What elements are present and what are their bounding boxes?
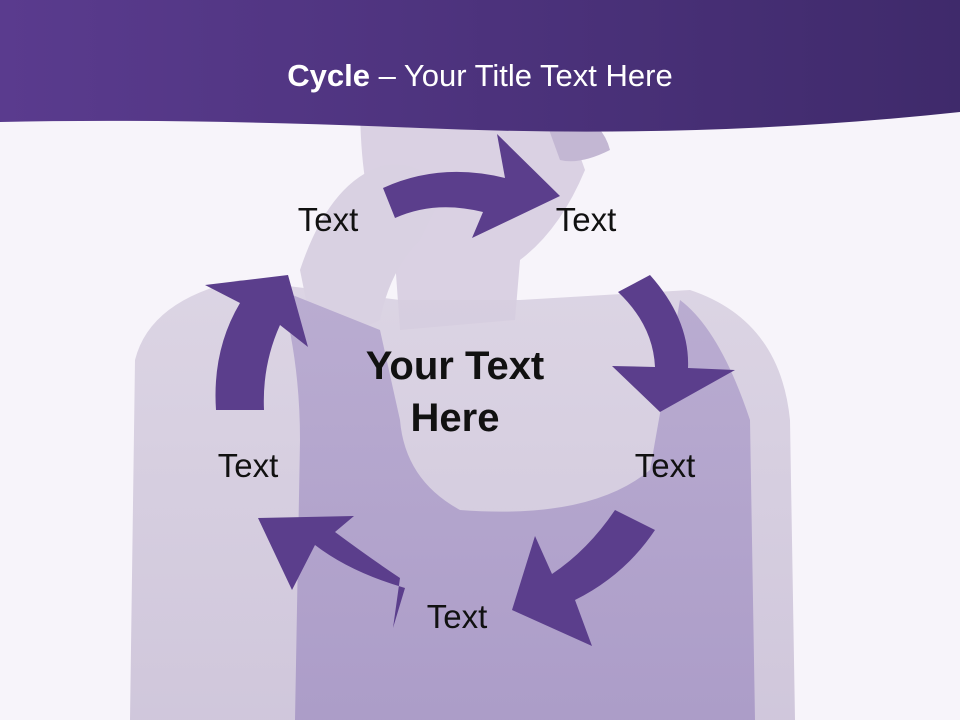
cycle-label-2: Text [555, 201, 617, 238]
center-text: Your Text Here [320, 340, 590, 444]
center-text-line-2: Here [410, 396, 500, 440]
cycle-arrow-2 [612, 275, 735, 412]
cycle-arrow-4 [258, 516, 405, 628]
cycle-arrow-1 [383, 134, 560, 238]
cycle-arrow-5 [205, 275, 308, 410]
cycle-label-3: Text [634, 447, 696, 484]
slide-title: Cycle – Your Title Text Here [0, 52, 960, 100]
title-rest: – Your Title Text Here [370, 58, 673, 93]
cycle-arrow-3 [512, 510, 655, 646]
cycle-label-5: Text [217, 447, 279, 484]
title-band [0, 0, 960, 132]
cycle-label-4: Text [426, 598, 488, 635]
title-bold: Cycle [287, 58, 370, 93]
center-text-line-1: Your Text [365, 344, 545, 388]
cycle-label-1: Text [297, 201, 359, 238]
